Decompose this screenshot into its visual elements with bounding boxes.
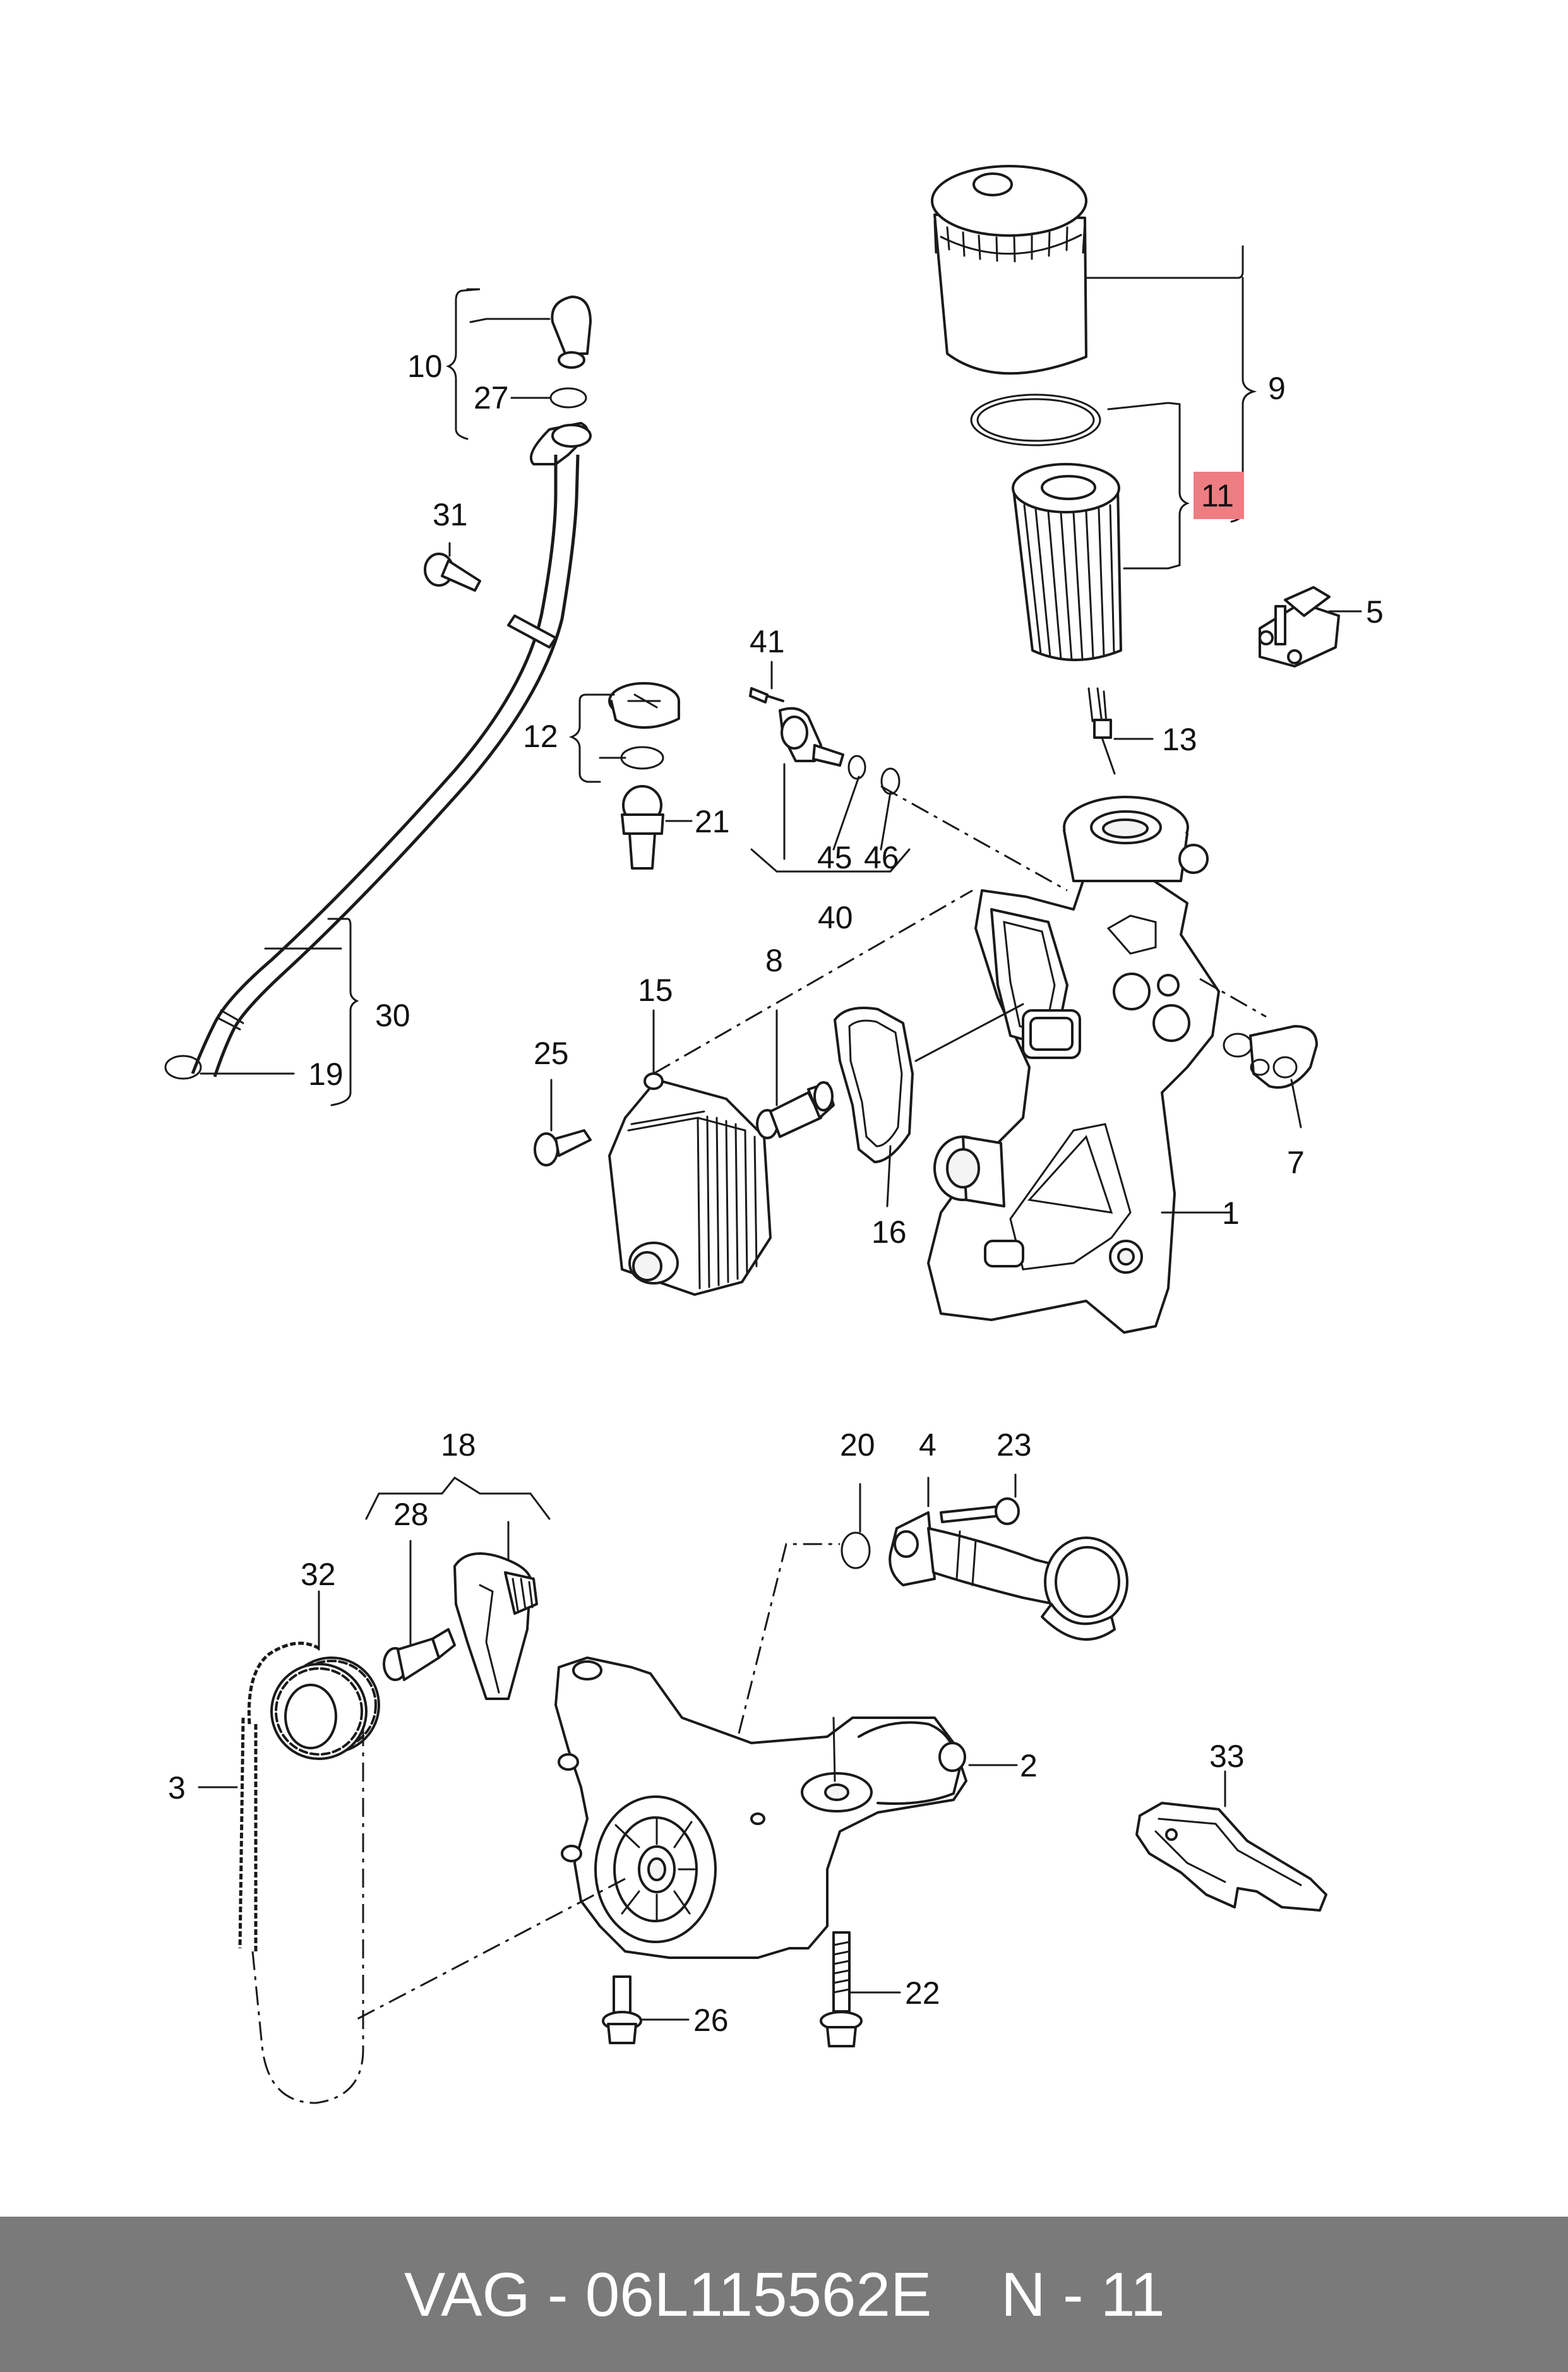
sprocket-32 [270, 1656, 380, 1760]
clip-5 [1259, 586, 1340, 668]
oil-filter-housing-cap [931, 165, 1087, 375]
tensioner-rail-18 [453, 1552, 538, 1700]
callout-8: 8 [765, 943, 783, 978]
exploded-parts-diagram: 9 11 5 13 10 27 31 12 21 41 45 46 40 30 … [164, 165, 1384, 2104]
callout-46: 46 [864, 840, 899, 875]
oil-pressure-switch-12 [608, 682, 680, 729]
callout-19: 19 [308, 1057, 344, 1092]
callout-10: 10 [407, 349, 443, 384]
suction-pipe-4 [841, 1511, 1128, 1641]
callout-40: 40 [818, 900, 853, 935]
bolt-23 [940, 1497, 1020, 1525]
callout-26: 26 [693, 2003, 729, 2038]
callout-30: 30 [375, 998, 410, 1033]
bolt-26 [602, 1975, 642, 2044]
callout-1: 1 [1222, 1195, 1240, 1231]
gasket-16 [834, 1007, 914, 1163]
oil-pump-2 [554, 1656, 967, 1959]
callout-3: 3 [168, 1770, 186, 1806]
chain-tensioner-28 [383, 1628, 456, 1681]
callout-28: 28 [393, 1497, 429, 1532]
callout-21: 21 [695, 804, 730, 839]
callout-25: 25 [534, 1036, 569, 1071]
filter-seal-ring [970, 393, 1101, 446]
callout-9: 9 [1268, 371, 1286, 406]
callout-45: 45 [817, 840, 853, 875]
callout-2: 2 [1020, 1748, 1038, 1783]
highlight-marker [1194, 472, 1244, 519]
bracket-33 [1135, 1802, 1327, 1912]
callout-32: 32 [301, 1557, 336, 1592]
callout-41: 41 [750, 624, 785, 659]
callout-20: 20 [840, 1427, 875, 1463]
valve-8 [756, 1081, 835, 1139]
oil-filter-housing-1 [927, 796, 1220, 1334]
callout-4: 4 [919, 1427, 937, 1463]
callout-16: 16 [871, 1214, 907, 1250]
o-ring-46 [880, 767, 901, 795]
sensor-21 [621, 785, 664, 870]
footer-bar: VAG - 06L115562E N - 11 [0, 2217, 1568, 2372]
oil-filter-element [1012, 463, 1122, 661]
o-ring-19 [164, 1055, 202, 1080]
bolt-22 [820, 1931, 863, 2047]
bolt-31 [424, 553, 481, 592]
callout-5: 5 [1366, 594, 1384, 630]
seal-ring-12 [620, 746, 664, 770]
seal-20 [841, 1531, 871, 1569]
timing-chain-3 [238, 1641, 320, 1951]
bolt-25 [534, 1129, 592, 1166]
page-reference: N - 11 [1001, 2260, 1165, 2329]
callout-12: 12 [523, 719, 558, 754]
dipstick-tube-30 [191, 422, 592, 1077]
callout-13: 13 [1162, 722, 1197, 757]
callout-22: 22 [905, 1975, 940, 2011]
callout-15: 15 [638, 973, 673, 1008]
callout-27: 27 [474, 380, 509, 416]
callout-23: 23 [996, 1427, 1032, 1463]
oil-pressure-valve-40 [749, 687, 844, 767]
gasket-7 [1223, 1025, 1318, 1089]
oil-level-sensor-13 [1087, 687, 1116, 775]
o-ring-27 [549, 387, 587, 409]
callout-18: 18 [441, 1427, 476, 1463]
callout-31: 31 [433, 497, 468, 532]
oil-cooler-15 [608, 1072, 772, 1296]
callout-11: 11 [1201, 478, 1234, 513]
callout-33: 33 [1209, 1739, 1245, 1774]
dipstick-cap-10 [551, 296, 592, 369]
callout-7: 7 [1287, 1145, 1305, 1180]
callout-labels: 9 11 5 13 10 27 31 12 21 41 45 46 40 30 … [168, 349, 1384, 2038]
part-number: VAG - 06L115562E [404, 2260, 932, 2329]
o-ring-45 [847, 755, 866, 780]
